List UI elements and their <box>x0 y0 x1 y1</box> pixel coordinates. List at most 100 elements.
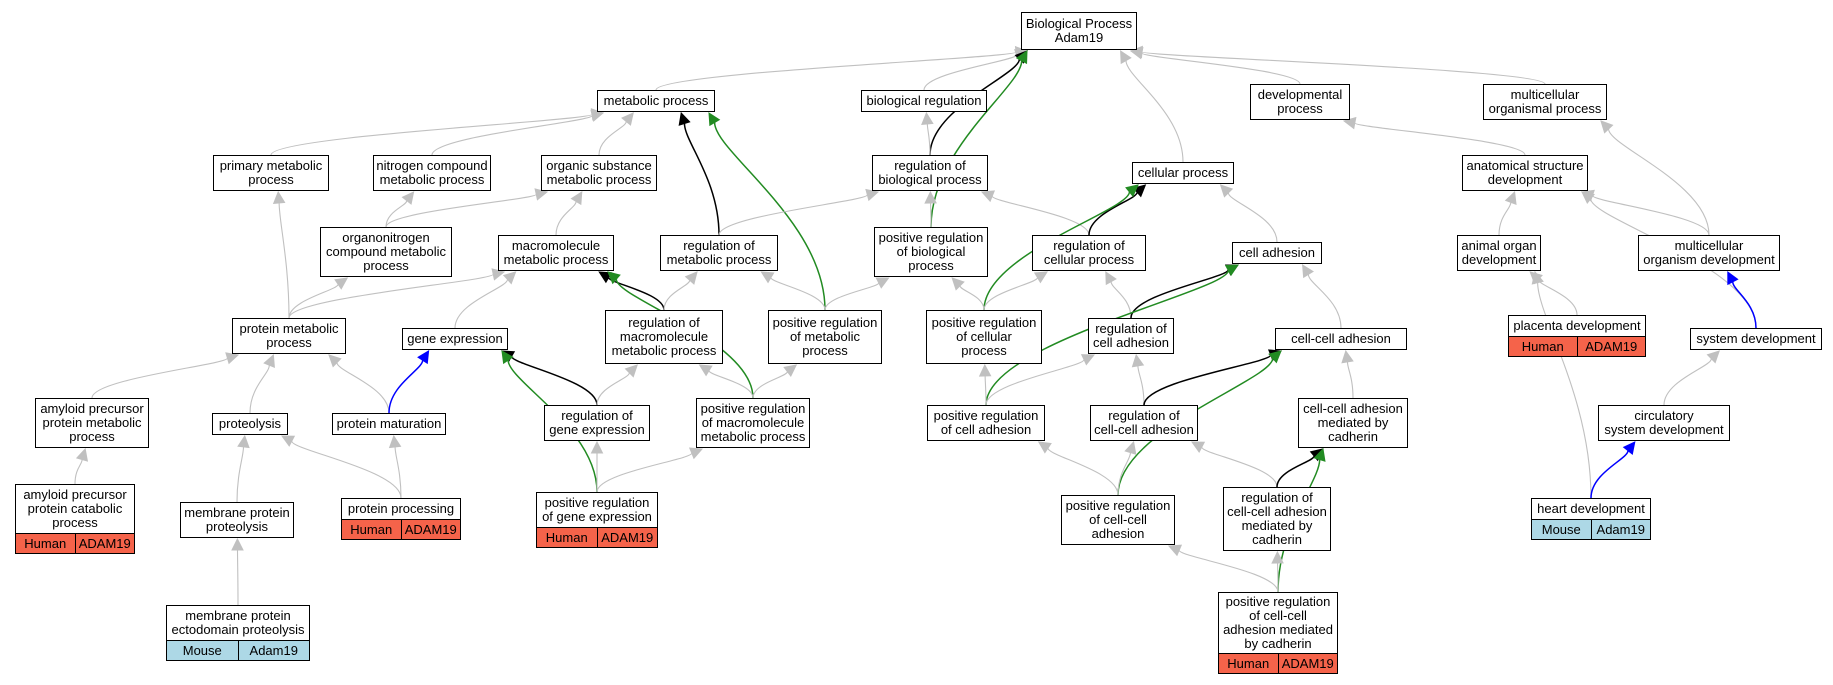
species-label: Mouse <box>1541 521 1581 537</box>
edge-arrowhead <box>598 271 613 284</box>
go-term-label-line: membrane protein <box>184 505 290 520</box>
edge-arrowhead <box>875 277 890 289</box>
edge-arrowhead <box>570 191 583 206</box>
gene-label: Adam19 <box>237 640 310 660</box>
go-term-label-line: metabolic process <box>666 252 772 267</box>
species-label: Mouse <box>182 642 222 658</box>
go-term-label-line: protein metabolic <box>239 321 339 336</box>
go-term-label-line: protein processing <box>347 501 455 516</box>
species-gene-tag: Mouse Adam19 <box>166 639 310 661</box>
go-term-label-line: amyloid precursor <box>23 487 127 502</box>
species-label: Human <box>24 535 67 551</box>
edge-line <box>926 123 931 156</box>
go-term-bioreg: biological regulation <box>861 90 987 112</box>
edge-line <box>596 372 630 406</box>
edge-line <box>718 194 868 236</box>
go-term-label-line: positive regulation <box>772 315 878 330</box>
edge-arrowhead <box>1302 264 1314 279</box>
go-term-label-line: circulatory <box>1634 408 1694 423</box>
edge-line <box>1498 202 1512 236</box>
go-term-label-line: gene expression <box>549 422 645 437</box>
go-term-label-line: compound metabolic <box>326 244 446 259</box>
edge-arrowhead <box>1622 441 1636 455</box>
edge-arrowhead <box>1125 184 1139 198</box>
species-label: Human <box>1521 338 1564 354</box>
edge-line <box>655 51 1017 91</box>
go-term-label-line: system development <box>1696 331 1816 346</box>
species-label: Human <box>1227 655 1270 671</box>
go-term-label-line: mediated by <box>1317 415 1389 430</box>
go-term-label-line: regulation of <box>683 238 755 253</box>
edge-arrowhead <box>978 363 992 377</box>
go-term-label-line: protein metabolic <box>42 415 142 430</box>
go-term-label-line: metabolic process <box>603 93 709 108</box>
go-term-label-line: metabolic process <box>611 343 717 358</box>
go-term-label-line: organismal process <box>1488 101 1602 116</box>
go-term-heart: heart development <box>1531 498 1651 520</box>
edge-line <box>555 201 577 236</box>
go-term-label-line: positive regulation <box>933 408 1039 423</box>
edge-line <box>708 370 754 399</box>
go-term-label-line: biological process <box>878 172 982 187</box>
edge-arrowhead <box>698 364 713 377</box>
edge-line <box>663 280 691 311</box>
edge-arrowhead <box>502 271 517 285</box>
edge-arrowhead <box>1124 440 1137 455</box>
edge-arrowhead <box>1191 441 1206 453</box>
go-term-label-line: primary metabolic <box>219 158 323 173</box>
go-term-label-line: positive regulation <box>1225 594 1331 609</box>
edge-arrowhead <box>708 112 721 127</box>
go-term-label-line: regulation of <box>628 315 700 330</box>
go-term-label-line: amyloid precursor <box>40 401 144 416</box>
edge-line <box>236 446 245 503</box>
edge-line <box>930 60 1023 228</box>
edge-line <box>288 283 339 319</box>
edge-line <box>1608 128 1710 236</box>
go-term-label-line: regulation of <box>561 408 633 423</box>
go-term-label-line: regulation of <box>1095 321 1167 336</box>
go-term-label-line: organonitrogen <box>342 230 430 245</box>
edge-arrowhead <box>1268 350 1282 364</box>
edge-line <box>1732 281 1757 329</box>
go-term-label-line: positive regulation <box>931 315 1037 330</box>
gene-label: Adam19 <box>1590 519 1651 539</box>
go-term-label-line: biological regulation <box>866 93 982 108</box>
go-term-label-line: of cell-cell <box>1089 512 1147 527</box>
edge-arrowhead <box>921 111 934 125</box>
go-term-protmat: protein maturation <box>332 413 446 435</box>
go-term-label-line: placenta development <box>1513 318 1641 333</box>
edge-arrowhead <box>684 271 698 285</box>
edge-line <box>985 359 1085 406</box>
edge-arrowhead <box>1224 264 1239 277</box>
go-term-label-line: cell-cell adhesion <box>1227 504 1327 519</box>
go-term-label-line: of metabolic <box>789 329 861 344</box>
edge-line <box>1088 191 1138 236</box>
go-term-label-line: regulation of <box>1108 408 1180 423</box>
edge-arrowhead <box>281 435 296 447</box>
edge-line <box>1590 450 1629 499</box>
edge-arrowhead <box>334 277 349 290</box>
edge-arrowhead <box>1131 353 1145 368</box>
go-term-label-line: Adam19 <box>1054 30 1104 45</box>
edge-arrowhead <box>607 271 621 285</box>
edge-line <box>336 362 390 414</box>
go-term-label-line: process <box>961 343 1007 358</box>
edge-line <box>598 121 627 156</box>
